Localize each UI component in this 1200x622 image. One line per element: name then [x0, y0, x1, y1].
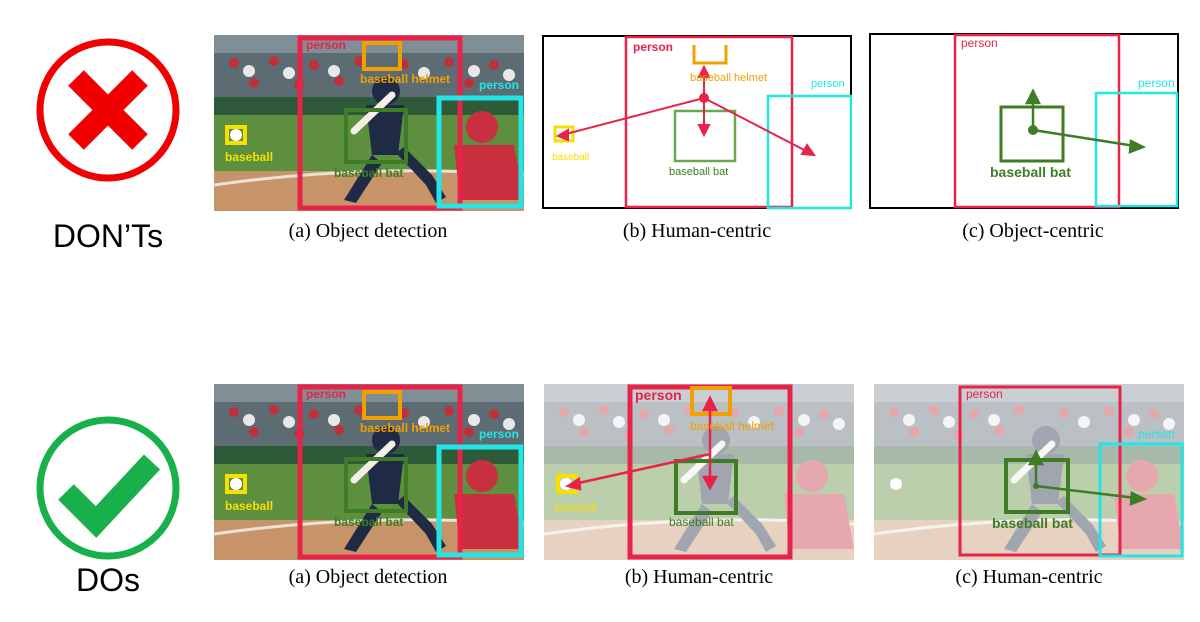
- caption-dos-1: (a) Object detection: [288, 566, 448, 588]
- label-ball: baseball: [225, 499, 273, 513]
- label-ball: baseball: [555, 502, 596, 514]
- label-person-2: person: [479, 427, 519, 441]
- dos-label: DOs: [76, 562, 140, 598]
- label-helmet: baseball helmet: [690, 419, 775, 433]
- label-person: person: [306, 38, 346, 52]
- label-person: person: [961, 36, 998, 50]
- label-ball: baseball: [552, 152, 589, 163]
- caption-donts-3: (c) Object-centric: [962, 220, 1104, 242]
- label-helmet: baseball helmet: [690, 72, 767, 84]
- caption-donts-2: (b) Human-centric: [622, 220, 772, 242]
- label-bat: baseball bat: [669, 515, 734, 529]
- label-bat: baseball bat: [334, 166, 403, 180]
- cross-in-circle-icon: [34, 36, 182, 189]
- label-bat: baseball bat: [334, 515, 403, 529]
- panel-human-centric-donts: person baseball helmet person baseball b…: [542, 35, 852, 211]
- label-helmet: baseball helmet: [360, 72, 450, 86]
- caption-dos-2: (b) Human-centric: [624, 566, 774, 588]
- panel-object-centric-donts: person person baseball bat: [869, 33, 1179, 209]
- label-person-2: person: [1138, 76, 1175, 90]
- caption-donts-1: (a) Object detection: [288, 220, 448, 242]
- panel-object-detection-dos: person baseball helmet person baseball b…: [214, 384, 524, 560]
- check-in-circle-icon: [34, 414, 182, 567]
- donts-label: DON’Ts: [52, 218, 164, 254]
- label-person: person: [966, 387, 1003, 401]
- label-bat: baseball bat: [992, 515, 1073, 531]
- panel-human-centric-dos: person baseball helmet baseball baseball…: [544, 384, 854, 560]
- label-person-2: person: [811, 78, 845, 90]
- label-person-2: person: [1138, 427, 1175, 441]
- label-person: person: [635, 387, 682, 403]
- label-person-2: person: [479, 78, 519, 92]
- label-person: person: [633, 40, 673, 54]
- label-helmet: baseball helmet: [360, 421, 450, 435]
- label-bat: baseball bat: [669, 166, 728, 178]
- label-bat: baseball bat: [990, 164, 1071, 180]
- label-person: person: [306, 387, 346, 401]
- caption-dos-3: (c) Human-centric: [955, 566, 1103, 588]
- label-ball: baseball: [225, 150, 273, 164]
- panel-object-detection-donts: person baseball helmet person baseball b…: [214, 35, 524, 211]
- panel-human-centric-dos-2: person person baseball bat: [874, 384, 1184, 560]
